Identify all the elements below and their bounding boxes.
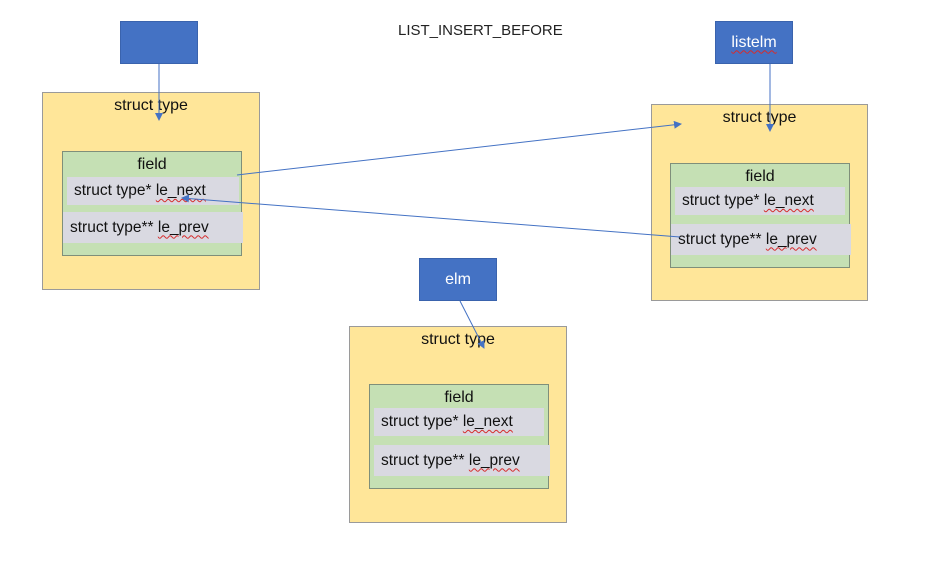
elm-pointer-box: elm xyxy=(419,258,497,301)
middle-le-next-type: struct type* xyxy=(381,413,459,430)
left-le-prev-name: le_prev xyxy=(157,218,209,236)
right-le-prev-member: struct type** le_prev xyxy=(671,224,851,255)
head-pointer-box xyxy=(120,21,198,64)
middle-field-box: field struct type* le_next struct type**… xyxy=(369,384,550,489)
right-field-box: field struct type* le_next struct type**… xyxy=(670,163,851,268)
left-le-prev-member: struct type** le_prev xyxy=(63,212,243,243)
left-le-prev-type: struct type** xyxy=(70,218,154,236)
left-le-next-member: struct type* le_next xyxy=(67,177,239,205)
listelm-pointer-box: listelm xyxy=(715,21,793,64)
middle-struct-node: struct type field struct type* le_next s… xyxy=(349,326,567,523)
left-le-next-type: struct type* xyxy=(74,182,152,199)
listelm-pointer-label: listelm xyxy=(731,33,777,51)
middle-struct-label: struct type xyxy=(421,331,495,348)
elm-pointer-label: elm xyxy=(445,270,471,288)
middle-le-prev-name: le_prev xyxy=(468,451,520,469)
middle-field-label: field xyxy=(444,389,474,406)
right-le-next-type: struct type* xyxy=(682,192,760,209)
left-struct-node: struct type field struct type* le_next s… xyxy=(42,92,260,290)
middle-le-prev-member: struct type** le_prev xyxy=(374,445,550,476)
right-le-prev-type: struct type** xyxy=(678,230,762,248)
right-struct-node: struct type field struct type* le_next s… xyxy=(651,104,868,301)
diagram-title: LIST_INSERT_BEFORE xyxy=(398,22,563,39)
left-le-next-name: le_next xyxy=(155,182,206,199)
left-field-label: field xyxy=(137,156,167,173)
left-struct-label: struct type xyxy=(114,97,188,114)
middle-le-next-member: struct type* le_next xyxy=(374,408,544,436)
middle-le-next-name: le_next xyxy=(462,413,513,430)
right-field-label: field xyxy=(745,168,775,185)
middle-le-prev-type: struct type** xyxy=(381,451,465,469)
left-le-next-to-right-struct-arrow xyxy=(236,120,682,176)
right-le-next-member: struct type* le_next xyxy=(675,187,845,215)
right-le-prev-name: le_prev xyxy=(765,230,817,248)
right-le-next-name: le_next xyxy=(763,192,814,209)
left-field-box: field struct type* le_next struct type**… xyxy=(62,151,243,256)
right-struct-label: struct type xyxy=(722,109,797,126)
